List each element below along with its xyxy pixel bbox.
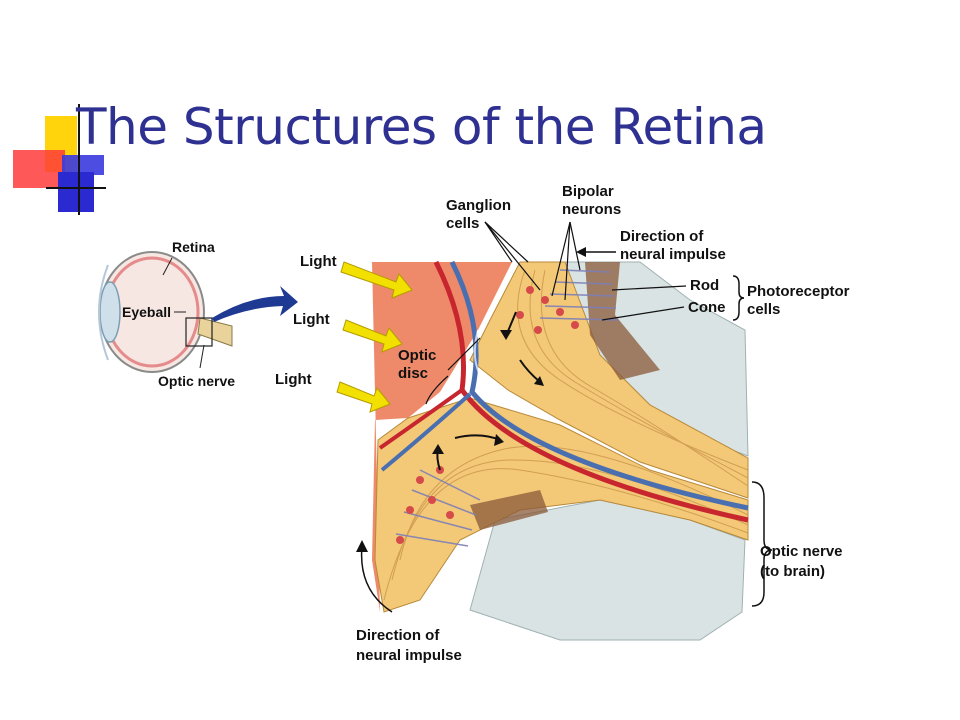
- label-light-2: Light: [293, 311, 330, 328]
- label-ganglion-line1: Ganglion: [446, 197, 511, 214]
- label-optic-nerve-brain-line1: Optic nerve: [760, 543, 843, 560]
- eyeball-illustration: [98, 251, 233, 373]
- light-arrow-icon: [336, 381, 391, 413]
- label-optic-nerve-brain-line2: (to brain): [760, 563, 825, 580]
- label-optic-nerve-small: Optic nerve: [158, 373, 235, 389]
- decorative-corner-blocks: [13, 104, 106, 215]
- retina-cross-section: [372, 260, 749, 641]
- label-light-1: Light: [300, 253, 337, 270]
- label-optic-disc-line2: disc: [398, 365, 428, 382]
- label-direction-top-line1: Direction of: [620, 228, 704, 245]
- label-eyeball: Eyeball: [122, 304, 171, 320]
- label-cone: Cone: [688, 299, 726, 316]
- label-bipolar-line1: Bipolar: [562, 183, 614, 200]
- slide-title: The Structures of the Retina: [76, 98, 767, 156]
- light-arrow-icon: [340, 261, 413, 299]
- light-arrows: [336, 261, 413, 413]
- label-optic-disc-line1: Optic: [398, 347, 436, 364]
- label-photoreceptor-line2: cells: [747, 301, 780, 318]
- label-bipolar-line2: neurons: [562, 201, 621, 218]
- label-photoreceptor-line1: Photoreceptor: [747, 283, 850, 300]
- label-rod: Rod: [690, 277, 719, 294]
- label-ganglion-line2: cells: [446, 215, 479, 232]
- zoom-arrow-icon: [212, 286, 298, 322]
- label-light-3: Light: [275, 371, 312, 388]
- label-retina: Retina: [172, 239, 215, 255]
- label-direction-bottom-line1: Direction of: [356, 627, 440, 644]
- light-arrow-icon: [342, 319, 403, 353]
- label-direction-top-line2: neural impulse: [620, 246, 726, 263]
- label-direction-bottom-line2: neural impulse: [356, 647, 462, 664]
